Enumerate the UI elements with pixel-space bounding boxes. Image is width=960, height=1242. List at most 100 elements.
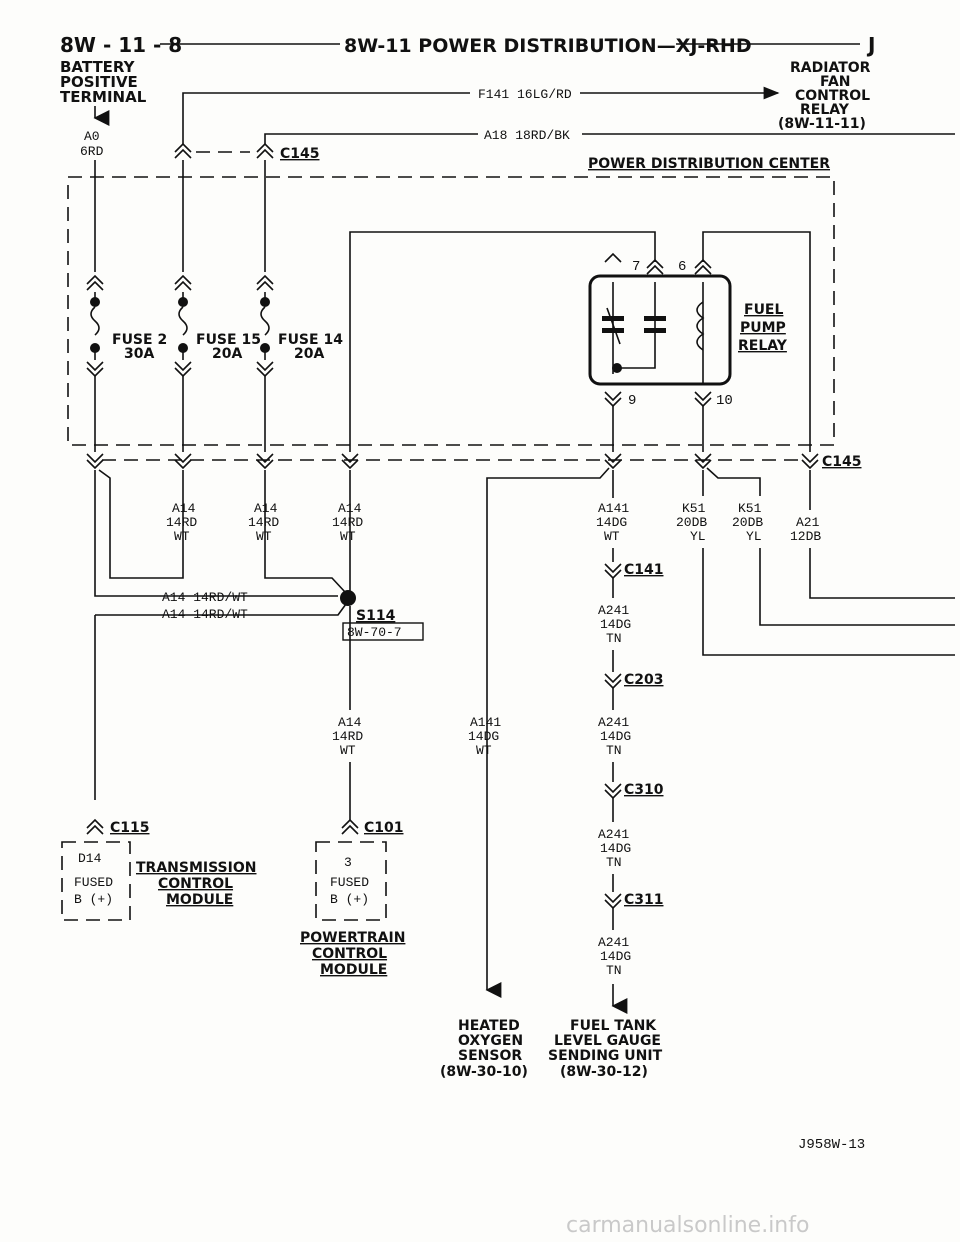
- relay-feed-wire: [349, 231, 656, 452]
- svg-text:SENSOR: SENSOR: [458, 1048, 522, 1064]
- c311-label: C311: [624, 892, 664, 908]
- wire-label-a14-3: A14 14RD WT: [332, 501, 363, 544]
- relay-pin9: [604, 391, 622, 408]
- fuse-2: [86, 274, 104, 378]
- wire-label-a241-3: A241 14DG TN: [598, 827, 631, 870]
- tcm-title-1: TRANSMISSION: [136, 860, 256, 876]
- c101-label: C101: [364, 820, 404, 836]
- c145-bottom-pins: [86, 453, 819, 470]
- svg-text:TN: TN: [606, 855, 622, 870]
- svg-text:A241: A241: [598, 715, 629, 730]
- pcm-title-2: CONTROL: [312, 946, 387, 962]
- svg-text:A141: A141: [598, 501, 629, 516]
- svg-text:14RD: 14RD: [248, 515, 279, 530]
- s114-ref: 8W-70-7: [347, 625, 402, 640]
- svg-text:A14: A14: [338, 501, 362, 516]
- pcm-title-3: MODULE: [320, 962, 387, 978]
- svg-text:A241: A241: [598, 827, 629, 842]
- c101-pin: [341, 818, 359, 835]
- page-title: 8W-11 POWER DISTRIBUTION—XJ-RHD: [344, 35, 752, 57]
- model-letter: J: [866, 33, 875, 57]
- svg-text:WT: WT: [340, 743, 356, 758]
- svg-text:14RD: 14RD: [166, 515, 197, 530]
- c145-top-pin-1: [174, 142, 192, 159]
- svg-text:14DG: 14DG: [600, 617, 631, 632]
- fuse2-name: FUSE 2: [112, 332, 167, 348]
- wire-label-a141-1: A141 14DG WT: [596, 501, 629, 544]
- c141-pin: [604, 563, 622, 580]
- fuse15-rating: 20A: [212, 346, 242, 362]
- c311-pin: [604, 893, 622, 910]
- svg-text:(8W-30-10): (8W-30-10): [440, 1064, 528, 1080]
- pcm-title-1: POWERTRAIN: [300, 930, 405, 946]
- c310-pin: [604, 783, 622, 800]
- tcm-connector-box: [61, 841, 131, 921]
- wire-label-a21: A21 12DB: [790, 515, 821, 544]
- k51-wire-2: [759, 548, 955, 626]
- c203-label: C203: [624, 672, 664, 688]
- svg-text:WT: WT: [604, 529, 620, 544]
- fuse2-rating: 30A: [124, 346, 154, 362]
- pdc-title: POWER DISTRIBUTION CENTER: [588, 156, 830, 172]
- a21-wire: [809, 548, 955, 599]
- svg-text:WT: WT: [174, 529, 190, 544]
- svg-text:WT: WT: [256, 529, 272, 544]
- svg-text:FUEL TANK: FUEL TANK: [570, 1018, 657, 1034]
- c310-label: C310: [624, 782, 664, 798]
- a18-label: A18 18RD/BK: [484, 128, 570, 143]
- fuse-15: [174, 274, 192, 378]
- c115-pin: [86, 818, 104, 835]
- fuse15-name: FUSE 15: [196, 332, 261, 348]
- svg-text:RADIATOR: RADIATOR: [790, 60, 871, 76]
- svg-text:BATTERY: BATTERY: [60, 58, 136, 76]
- fuse15-loop-wire: [98, 469, 184, 579]
- tcm-fused-2: B (+): [74, 892, 113, 907]
- a0-circuit: A0: [84, 129, 100, 144]
- svg-text:14RD: 14RD: [332, 515, 363, 530]
- a18-wire: [264, 133, 478, 145]
- fuel-pump-relay: 7 6: [588, 252, 732, 386]
- svg-text:RELAY: RELAY: [800, 102, 850, 118]
- fuse14-name: FUSE 14: [278, 332, 343, 348]
- svg-text:TN: TN: [606, 963, 622, 978]
- fuse14-rating: 20A: [294, 346, 324, 362]
- svg-text:14DG: 14DG: [600, 729, 631, 744]
- a0-gauge: 6RD: [80, 144, 104, 159]
- svg-text:6: 6: [678, 259, 686, 275]
- wire-label-a241-1: A241 14DG TN: [598, 603, 631, 646]
- svg-text:14DG: 14DG: [596, 515, 627, 530]
- c145-bottom-label: C145: [822, 454, 862, 470]
- svg-text:POSITIVE: POSITIVE: [60, 73, 138, 91]
- c145-top-label: C145: [280, 146, 320, 162]
- pcm-fused-2: B (+): [330, 892, 369, 907]
- relay-pin9-label: 9: [628, 393, 636, 409]
- svg-text:A14: A14: [254, 501, 278, 516]
- svg-text:14DG: 14DG: [468, 729, 499, 744]
- svg-text:TERMINAL: TERMINAL: [60, 88, 147, 106]
- fuse14-loop-wire: [264, 470, 346, 593]
- svg-text:TN: TN: [606, 743, 622, 758]
- k51-branch: [706, 467, 761, 496]
- wire-label-a141-2: A141 14DG WT: [468, 715, 501, 758]
- c203-pin: [604, 673, 622, 690]
- s114-splice: [340, 590, 356, 606]
- s114-label: S114: [356, 608, 396, 624]
- pdc-box: [67, 176, 835, 446]
- svg-text:(8W-30-12): (8W-30-12): [560, 1064, 648, 1080]
- fuel-tank-sending-unit-label: FUEL TANK LEVEL GAUGE SENDING UNIT (8W-3…: [548, 1018, 663, 1080]
- heated-oxygen-sensor-label: HEATED OXYGEN SENSOR (8W-30-10): [440, 1018, 528, 1080]
- k51-wire-1: [702, 548, 955, 656]
- figure-id: J958W-13: [798, 1137, 865, 1153]
- relay-pin10-label: 10: [716, 393, 733, 409]
- svg-text:WT: WT: [340, 529, 356, 544]
- c115-label: C115: [110, 820, 150, 836]
- relay-title-1: FUEL: [744, 302, 783, 318]
- relay-pin10: [694, 391, 712, 408]
- s114-ref-box: [342, 622, 424, 641]
- f141-label: F141 16LG/RD: [478, 87, 572, 102]
- svg-text:20DB: 20DB: [732, 515, 763, 530]
- radiator-fan-relay-label: RADIATOR FAN CONTROL RELAY (8W-11-11): [778, 60, 871, 132]
- tcm-fused-1: FUSED: [74, 875, 113, 890]
- c145-top-pin-2: [256, 142, 274, 159]
